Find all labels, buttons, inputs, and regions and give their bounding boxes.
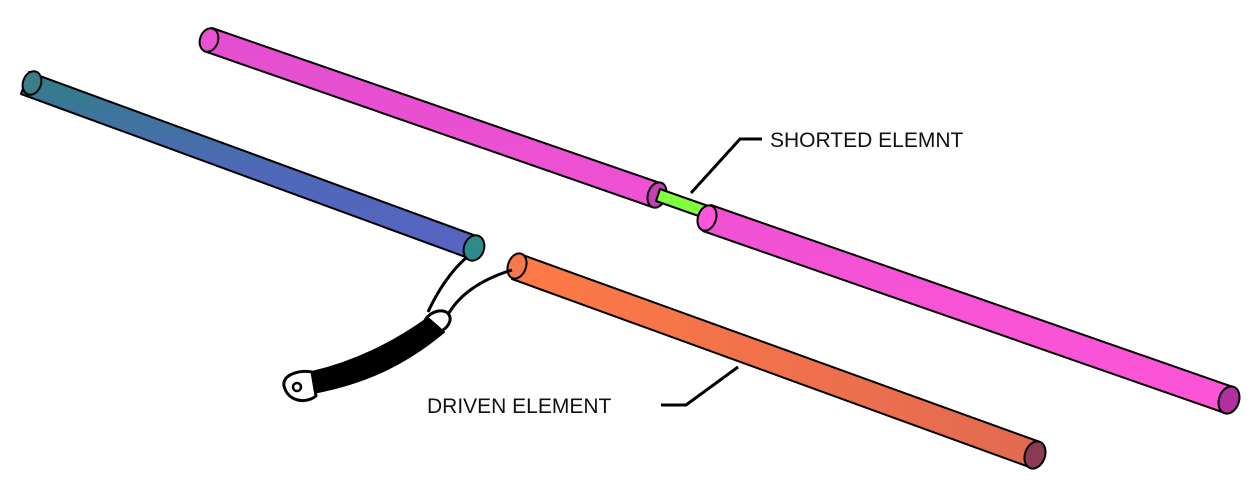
- reflector-element: [20, 70, 486, 262]
- driven-label-leader: [661, 365, 739, 407]
- shorted-label-leader: [689, 137, 762, 195]
- driven-element-label: DRIVEN ELEMENT: [427, 395, 612, 418]
- driven-element: [506, 252, 1047, 470]
- feed-cable: [282, 256, 513, 403]
- shorted-element-right: [696, 204, 1241, 415]
- shorted-element-label: SHORTED ELEMNT: [770, 129, 963, 152]
